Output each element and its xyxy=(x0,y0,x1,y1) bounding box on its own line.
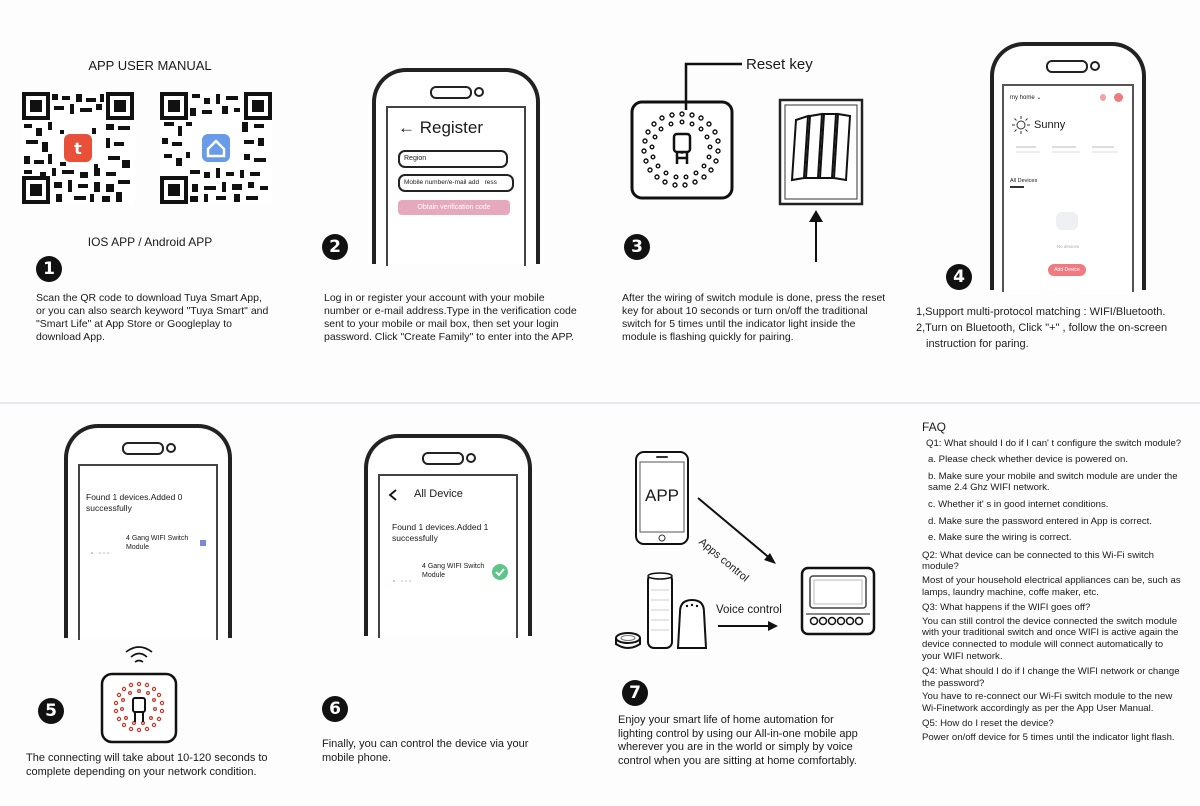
step-4-line-2: 2,Turn on Bluetooth, Click "+" , follow … xyxy=(916,322,1168,334)
empty-devices-icon xyxy=(1056,212,1078,230)
found-devices-text: Found 1 devices.Added 1 successfully xyxy=(392,522,489,543)
pairing-module-illustration xyxy=(100,672,178,744)
plus-add-icon[interactable] xyxy=(1114,93,1123,102)
smartlife-app-icon xyxy=(202,134,230,162)
faq-q1-option-d: d. Make sure the password entered in App… xyxy=(928,515,1152,527)
reset-key-pointer xyxy=(684,62,744,112)
faq-q1-option-a: a. Please check whether device is powere… xyxy=(928,454,1128,466)
step-3-badge: 3 xyxy=(624,234,650,260)
region-field[interactable]: Region xyxy=(398,150,508,168)
obtain-code-button[interactable]: Obtain verification code xyxy=(398,200,510,215)
platforms-label: IOS APP / Android APP xyxy=(87,235,213,249)
switch-module-illustration xyxy=(630,100,734,200)
tuya-app-icon: t xyxy=(64,134,92,162)
step-4-badge: 4 xyxy=(946,264,972,290)
smart-speakers-illustration xyxy=(614,570,714,652)
loading-indicator xyxy=(200,540,206,546)
faq-section: FAQ Q1: What should I do if I can' t con… xyxy=(922,420,1184,744)
home-phone: my home ⌄ Sunny All Devices No devices A… xyxy=(990,42,1146,292)
smartlife-qr-code xyxy=(160,92,272,204)
app-phone-illustration xyxy=(634,450,690,546)
step-7-badge: 7 xyxy=(622,680,648,706)
faq-q3: Q3: What happens if the WIFI goes off? xyxy=(922,602,1091,614)
all-device-phone: All Device Found 1 devices.Added 1 succe… xyxy=(364,434,532,638)
step-5-badge: 5 xyxy=(38,698,64,724)
faq-q1-option-b: b. Make sure your mobile and switch modu… xyxy=(928,470,1178,494)
apps-control-arrow xyxy=(696,496,780,568)
add-device-button[interactable]: Add Device xyxy=(1048,264,1086,276)
register-phone: ← Register Region Mobile number/e-mail a… xyxy=(372,68,540,266)
all-devices-underline xyxy=(1010,186,1024,188)
faq-q1: Q1: What should I do if I can' t configu… xyxy=(926,437,1182,449)
switch-module-device xyxy=(800,566,876,636)
back-chevron-icon[interactable] xyxy=(388,488,398,501)
no-devices-label: No devices xyxy=(1056,244,1080,249)
app-label: APP xyxy=(644,486,680,505)
section-divider xyxy=(0,402,1200,404)
device-name: 4 Gang WIFI Switch Module xyxy=(126,535,189,551)
step-2-text: Log in or register your account with you… xyxy=(324,292,577,343)
faq-a5: Power on/off device for 5 times until th… xyxy=(922,732,1175,744)
step-1-badge: 1 xyxy=(36,256,62,282)
voice-control-arrow xyxy=(716,618,780,631)
reset-key-label: Reset key xyxy=(746,56,813,73)
pairing-phone: Found 1 devices.Added 0 successfully 4 G… xyxy=(64,424,232,640)
mobile-email-field[interactable]: Mobile number/e-mail add ress xyxy=(398,174,514,192)
faq-q5: Q5: How do I reset the device? xyxy=(922,718,1054,730)
traditional-switch-illustration xyxy=(778,98,866,208)
faq-a4: You have to re-connect our Wi-Fi switch … xyxy=(922,691,1173,714)
step-4-line-1: 1,Support multi-protocol matching : WIFI… xyxy=(916,306,1166,318)
svg-text:t: t xyxy=(74,139,82,158)
check-icon xyxy=(492,564,508,580)
step-6-badge: 6 xyxy=(322,696,348,722)
faq-q2: Q2: What device can be connected to this… xyxy=(922,549,1154,573)
all-device-title: All Device xyxy=(414,488,463,500)
manual-title: APP USER MANUAL xyxy=(88,58,212,73)
found-devices-text: Found 1 devices.Added 0 successfully xyxy=(86,492,183,513)
faq-a3: You can still control the device connect… xyxy=(922,615,1179,662)
weather-label: Sunny xyxy=(1034,119,1066,131)
sun-icon xyxy=(1012,116,1030,134)
home-selector[interactable]: my home ⌄ xyxy=(1010,95,1042,101)
step-4-line-3: instruction for paring. xyxy=(926,338,1029,350)
tuya-qr-code: t xyxy=(22,92,134,204)
weather-details xyxy=(1012,144,1122,154)
drop-icon xyxy=(1100,94,1106,101)
press-arrow xyxy=(806,208,826,264)
step-6-text: Finally, you can control the device via … xyxy=(322,738,529,764)
device-thumb-dots xyxy=(90,542,116,554)
voice-control-label: Voice control xyxy=(716,604,782,616)
faq-q1-option-e: e. Make sure the wiring is correct. xyxy=(928,532,1072,544)
faq-a2: Most of your household electrical applia… xyxy=(922,574,1181,598)
step-2-badge: 2 xyxy=(322,234,348,260)
faq-q4: Q4: What should I do if I change the WIF… xyxy=(922,666,1180,689)
step-1-text: Scan the QR code to download Tuya Smart … xyxy=(36,292,269,343)
register-title: ← Register xyxy=(398,118,484,137)
all-devices-label: All Devices xyxy=(1010,178,1038,184)
step-7-text: Enjoy your smart life of home automation… xyxy=(618,714,858,767)
faq-q1-option-c: c. Whether it' s in good internet condit… xyxy=(928,498,1109,510)
step-3-text: After the wiring of switch module is don… xyxy=(622,292,886,343)
step-5-text: The connecting will take about 10-120 se… xyxy=(26,752,268,778)
device-name: 4 Gang WIFI Switch Module xyxy=(422,563,485,579)
faq-title: FAQ xyxy=(922,420,947,434)
wifi-signal-icon xyxy=(124,644,154,666)
device-thumb-dots xyxy=(392,570,418,582)
